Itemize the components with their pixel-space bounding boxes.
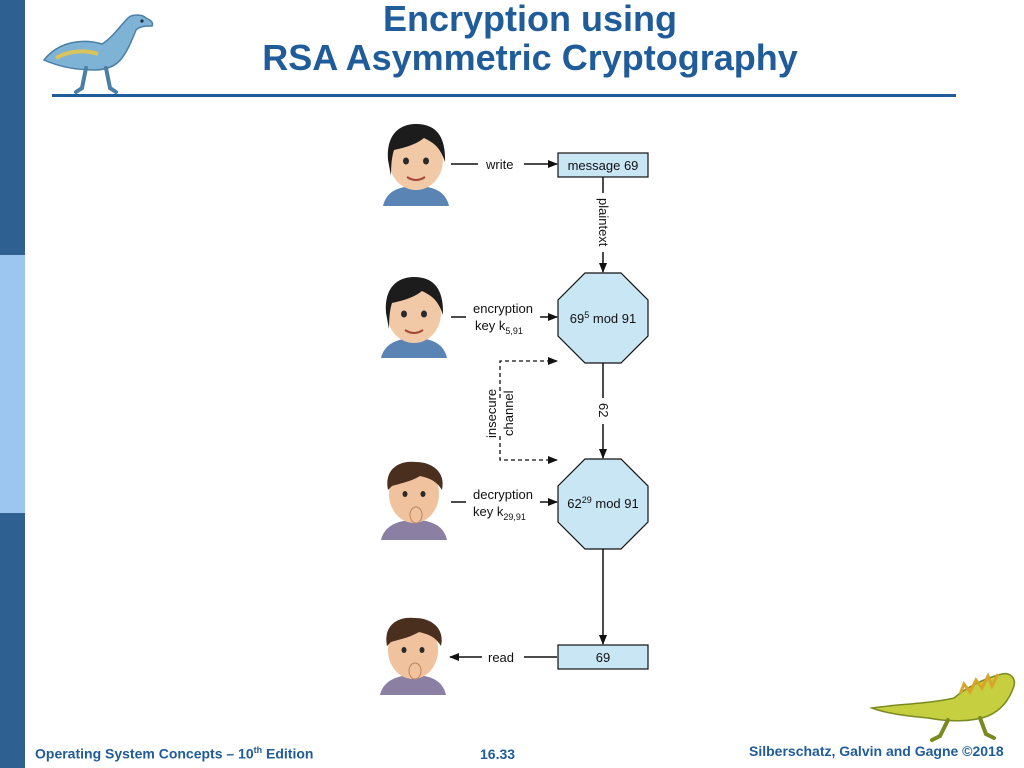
title-line-2: RSA Asymmetric Cryptography <box>262 37 798 78</box>
insecure-channel-top <box>499 357 558 398</box>
decryption-key-label: key k29,91 <box>473 504 526 522</box>
receiver-avatar-read <box>380 617 446 695</box>
footer-book-title: Operating System Concepts – 10th Edition <box>35 745 314 762</box>
result-box <box>557 644 649 670</box>
write-label: write <box>485 157 513 172</box>
decryption-node <box>557 458 649 550</box>
encryption-formula: 695 mod 91 <box>570 310 636 326</box>
decryption-formula: 6229 mod 91 <box>567 495 638 511</box>
sidebar-segment-dark <box>0 513 25 768</box>
encryption-node <box>557 272 649 364</box>
insecure-label: insecure <box>484 389 499 438</box>
insecure-channel-bottom <box>499 436 558 464</box>
receiver-avatar-decrypt <box>381 461 447 540</box>
slide-title: Encryption using RSA Asymmetric Cryptogr… <box>150 0 910 78</box>
plaintext-label: plaintext <box>596 198 611 247</box>
ciphertext-label: 62 <box>596 403 611 417</box>
encryption-label: encryption <box>473 301 533 316</box>
channel-label: channel <box>501 390 516 436</box>
title-line-1: Encryption using <box>382 0 677 39</box>
footer-copyright: Silberschatz, Galvin and Gagne ©2018 <box>749 743 1004 759</box>
sender-avatar-encrypt <box>381 277 447 358</box>
result-box-label: 69 <box>596 650 610 665</box>
decryption-label: decryption <box>473 487 533 502</box>
sidebar-segment-light <box>0 255 25 513</box>
dinosaur-logo-bottom <box>869 672 1016 742</box>
sender-avatar-write <box>383 124 449 206</box>
message-box-label: message 69 <box>568 158 639 173</box>
footer-slide-number: 16.33 <box>480 746 516 762</box>
sidebar-accent <box>0 0 25 768</box>
read-label: read <box>488 650 514 665</box>
encryption-key-label: key k5,91 <box>475 318 523 336</box>
sidebar-segment-dark <box>0 0 25 255</box>
dinosaur-logo-top <box>42 14 154 94</box>
title-underline <box>52 94 956 97</box>
message-box <box>557 152 649 178</box>
